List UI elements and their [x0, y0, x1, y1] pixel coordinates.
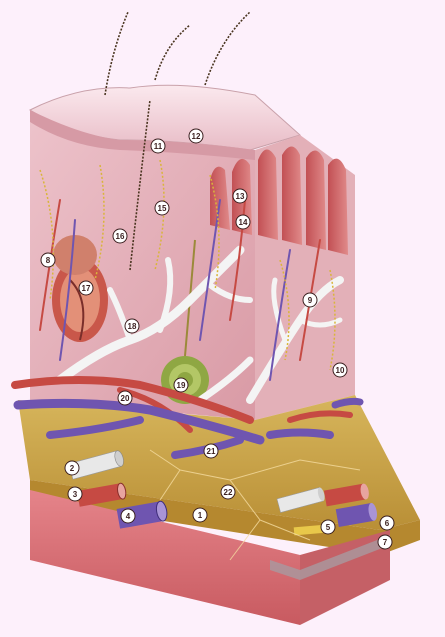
- svg-text:1: 1: [198, 511, 203, 520]
- label-15: 15: [155, 201, 169, 215]
- svg-text:5: 5: [326, 523, 331, 532]
- label-3: 3: [68, 487, 82, 501]
- label-17: 17: [79, 281, 93, 295]
- label-19: 19: [174, 378, 188, 392]
- svg-text:20: 20: [121, 394, 130, 403]
- svg-text:12: 12: [192, 132, 201, 141]
- label-4: 4: [121, 509, 135, 523]
- label-18: 18: [125, 319, 139, 333]
- skin-block: [18, 85, 420, 625]
- svg-text:7: 7: [383, 538, 388, 547]
- label-14: 14: [236, 215, 250, 229]
- label-22: 22: [221, 485, 235, 499]
- label-6: 6: [380, 516, 394, 530]
- svg-text:17: 17: [82, 284, 91, 293]
- label-16: 16: [113, 229, 127, 243]
- svg-text:19: 19: [177, 381, 186, 390]
- label-12: 12: [189, 129, 203, 143]
- label-13: 13: [233, 189, 247, 203]
- svg-text:11: 11: [154, 142, 163, 151]
- label-21: 21: [204, 444, 218, 458]
- svg-text:14: 14: [239, 218, 248, 227]
- svg-text:2: 2: [70, 464, 75, 473]
- svg-text:9: 9: [308, 296, 313, 305]
- svg-text:16: 16: [116, 232, 125, 241]
- label-7: 7: [378, 535, 392, 549]
- label-1: 1: [193, 508, 207, 522]
- svg-text:8: 8: [46, 256, 51, 265]
- label-20: 20: [118, 391, 132, 405]
- svg-text:18: 18: [128, 322, 137, 331]
- svg-text:15: 15: [158, 204, 167, 213]
- svg-text:21: 21: [207, 447, 216, 456]
- svg-text:3: 3: [73, 490, 78, 499]
- svg-text:22: 22: [224, 488, 233, 497]
- svg-text:13: 13: [236, 192, 245, 201]
- label-8: 8: [41, 253, 55, 267]
- svg-text:10: 10: [336, 366, 345, 375]
- svg-text:4: 4: [126, 512, 131, 521]
- label-11: 11: [151, 139, 165, 153]
- label-5: 5: [321, 520, 335, 534]
- label-9: 9: [303, 293, 317, 307]
- label-10: 10: [333, 363, 347, 377]
- svg-text:6: 6: [385, 519, 390, 528]
- label-2: 2: [65, 461, 79, 475]
